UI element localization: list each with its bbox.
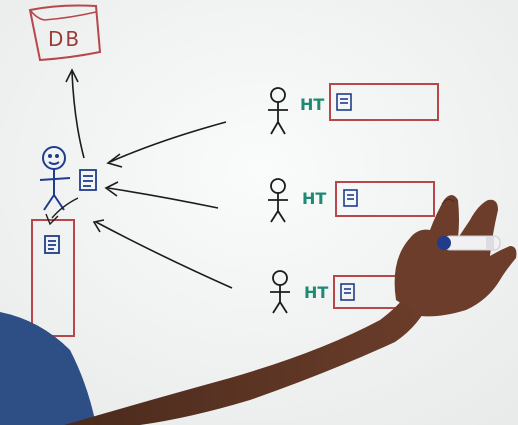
request-arrow-2: [107, 187, 219, 209]
presenter-hand: [394, 195, 517, 317]
presenter-shirt: [0, 312, 96, 425]
arrow-to-queue: [51, 197, 79, 219]
marker-pen-icon: [437, 235, 501, 251]
requester-2-document-icon: [343, 189, 358, 207]
arrow-to-database: [71, 71, 85, 159]
arrow-head-database: [65, 68, 79, 83]
request-arrow-3: [95, 221, 233, 289]
server-stick-figure-icon: [39, 146, 71, 211]
requester-1-box: [329, 83, 439, 121]
requester-1-stick-figure-icon: [268, 87, 288, 135]
requester-2-label: HT: [302, 189, 326, 208]
requester-3-stick-figure-icon: [270, 270, 290, 314]
server-document-icon: [79, 169, 97, 191]
presenter-arm: [64, 290, 430, 425]
database-label: DB: [48, 27, 81, 51]
database-box: DB: [28, 4, 102, 62]
arrow-head-queue: [45, 213, 59, 226]
request-arrow-head-1: [106, 153, 123, 168]
request-arrow-head-3: [92, 219, 105, 233]
requester-2-stick-figure-icon: [268, 178, 288, 223]
requester-2-box: [335, 181, 435, 217]
request-arrow-3-head: [104, 181, 119, 197]
requester-1-document-icon: [336, 93, 352, 111]
queue-document-icon: [44, 235, 60, 254]
request-arrow-1: [109, 121, 227, 163]
requester-3-label: HT: [304, 283, 328, 302]
requester-3-document-icon: [340, 283, 355, 301]
requester-1-label: HT: [300, 95, 324, 114]
